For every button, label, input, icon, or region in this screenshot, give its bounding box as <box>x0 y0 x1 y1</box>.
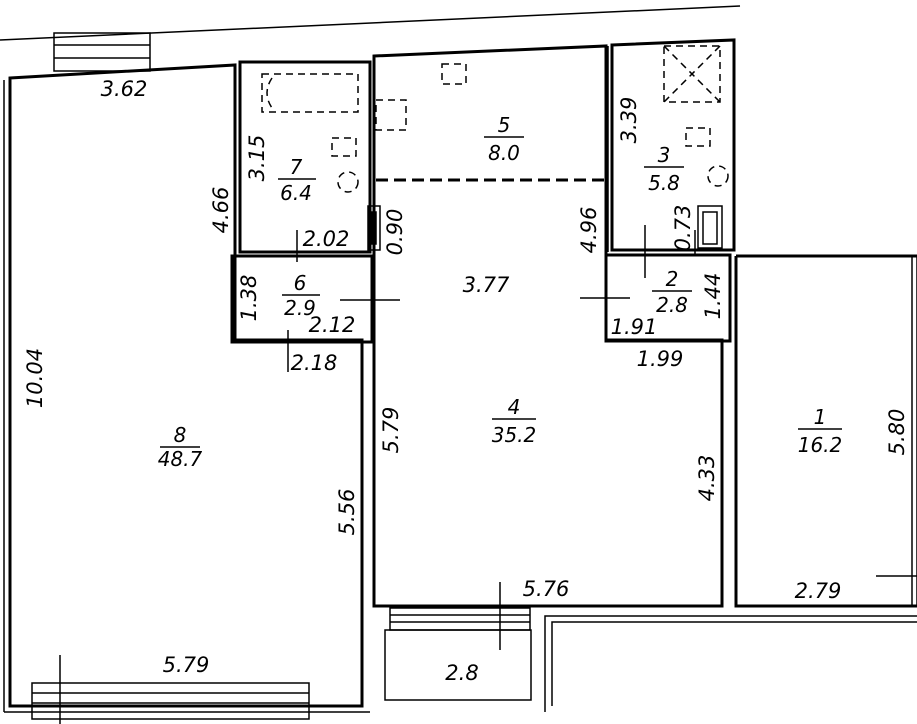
dim-3-15: 3.15 <box>245 135 269 182</box>
sink-icon-2 <box>685 127 711 147</box>
room-6-walls <box>230 254 374 344</box>
fixtures <box>261 45 729 251</box>
facade-line <box>0 5 741 41</box>
toilet-icon-2 <box>707 165 729 187</box>
room-4-5-walls <box>372 44 724 608</box>
dim-4-33: 4.33 <box>695 455 719 502</box>
walls <box>0 5 917 724</box>
room-3-walls <box>610 38 736 252</box>
room-1-walls <box>734 254 917 608</box>
room-4-area: 35.2 <box>492 423 537 447</box>
room-2-number: 2 <box>666 267 679 291</box>
balcony-window <box>389 607 531 631</box>
toilet-icon <box>337 171 359 193</box>
vent-shaft-icon <box>367 205 381 251</box>
dim-1-44: 1.44 <box>701 273 725 320</box>
bathtub-end-icon <box>266 77 273 109</box>
room-8-walls <box>8 63 364 708</box>
vent-shaft-icon-2 <box>697 205 723 249</box>
outer-contour <box>544 615 917 712</box>
room-1-area: 16.2 <box>798 433 843 457</box>
dim-0-73: 0.73 <box>671 205 695 252</box>
room-8-number: 8 <box>174 423 187 447</box>
dim-3-77: 3.77 <box>463 273 510 297</box>
stove-icon <box>375 99 407 131</box>
sink-kitchen-icon <box>441 63 467 85</box>
shower-icon <box>663 45 721 103</box>
room-8-area: 48.7 <box>158 447 203 471</box>
bottom-window <box>31 682 310 720</box>
dimension-labels: 3.62 10.04 5.56 5.79 4.66 3.15 2.02 0.90… <box>23 77 909 685</box>
vent-shaft-inner <box>371 211 377 245</box>
dim-5-56: 5.56 <box>335 489 359 536</box>
dim-0-90: 0.90 <box>383 209 407 256</box>
dim-4-96: 4.96 <box>577 207 601 254</box>
room-4-number: 4 <box>508 395 521 419</box>
room-1-number: 1 <box>814 405 827 429</box>
room-3-area: 5.8 <box>648 171 680 195</box>
dim-4-66: 4.66 <box>209 187 233 234</box>
dim-3-62: 3.62 <box>101 77 148 101</box>
dim-5-76: 5.76 <box>523 577 570 601</box>
room-7-area: 6.4 <box>280 181 312 205</box>
dim-5-79-bottom: 5.79 <box>163 653 210 677</box>
dim-5-79-left: 5.79 <box>379 407 403 454</box>
dim-2-79: 2.79 <box>795 579 842 603</box>
shower-diag <box>663 45 721 103</box>
dim-2-8: 2.8 <box>445 661 478 685</box>
dim-2-02: 2.02 <box>303 227 350 251</box>
room-6-area: 2.9 <box>284 296 316 320</box>
bathtub-icon <box>261 73 359 113</box>
room-3-number: 3 <box>658 143 671 167</box>
dim-2-18: 2.18 <box>291 351 338 375</box>
room-labels: 8 48.7 7 6.4 6 2.9 5 8.0 4 35.2 3 5.8 2 … <box>158 113 843 471</box>
room-5-area: 8.0 <box>488 141 520 165</box>
vent-shaft-inner-2 <box>702 211 718 245</box>
dim-3-39: 3.39 <box>617 97 641 144</box>
dim-5-80: 5.80 <box>885 409 909 456</box>
dim-1-99: 1.99 <box>637 347 684 371</box>
room-5-number: 5 <box>498 113 511 137</box>
dim-10-04: 10.04 <box>23 348 47 408</box>
dim-1-91: 1.91 <box>611 315 658 339</box>
sink-icon <box>331 137 357 157</box>
dim-1-38: 1.38 <box>237 275 261 322</box>
room-7-number: 7 <box>290 155 303 179</box>
outer-contour <box>551 621 917 706</box>
room-7-walls <box>238 60 372 254</box>
dim-2-12: 2.12 <box>309 313 356 337</box>
room-6-number: 6 <box>294 271 307 295</box>
room-2-area: 2.8 <box>656 293 688 317</box>
top-balcony <box>53 32 151 72</box>
